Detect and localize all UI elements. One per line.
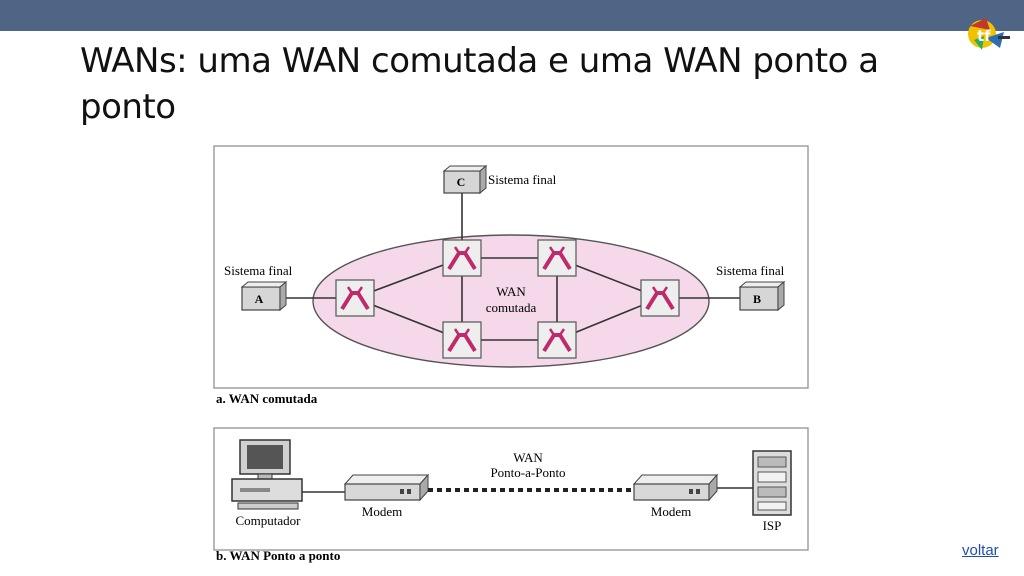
wan-cloud bbox=[312, 234, 710, 368]
logo-icon: tf bbox=[968, 18, 1010, 50]
switch-icon bbox=[441, 320, 483, 360]
computer-label: Computador bbox=[236, 513, 302, 528]
end-system-a-label: Sistema final bbox=[224, 263, 293, 278]
modem-left-label: Modem bbox=[362, 504, 402, 519]
ptp-label-1: WAN bbox=[513, 450, 543, 465]
panel-switched-wan: A B C Sistema final Sistema final Sistem… bbox=[213, 145, 809, 406]
server-icon bbox=[752, 450, 792, 516]
wan-cloud-label-2: comutada bbox=[486, 300, 537, 315]
svg-text:A: A bbox=[255, 292, 264, 306]
page-title: WANs: uma WAN comutada e uma WAN ponto a… bbox=[80, 41, 879, 127]
panel-a-caption: a. WAN comutada bbox=[216, 391, 318, 406]
end-system-c-label: Sistema final bbox=[488, 172, 557, 187]
svg-text:B: B bbox=[753, 292, 761, 306]
wan-cloud-label-1: WAN bbox=[496, 284, 526, 299]
modem-icon bbox=[343, 473, 430, 502]
panel-b-caption: b. WAN Ponto a ponto bbox=[216, 548, 340, 563]
end-system-b-label: Sistema final bbox=[716, 263, 785, 278]
switch-icon bbox=[334, 278, 376, 318]
switch-icon bbox=[639, 278, 681, 318]
computer-icon bbox=[231, 439, 303, 510]
svg-text:tf: tf bbox=[977, 27, 991, 45]
switch-icon bbox=[536, 320, 578, 360]
end-system-c: C bbox=[442, 164, 488, 195]
isp-label: ISP bbox=[763, 518, 782, 533]
wan-diagram-figure: A B C Sistema final Sistema final Sistem… bbox=[210, 140, 813, 574]
panel-point-to-point-wan: WAN Ponto-a-Ponto Computador Modem Modem… bbox=[213, 427, 809, 563]
switch-icon bbox=[536, 238, 578, 278]
end-system-a: A bbox=[240, 280, 288, 312]
ptp-label-2: Ponto-a-Ponto bbox=[490, 465, 565, 480]
modem-right-label: Modem bbox=[651, 504, 691, 519]
modem-icon bbox=[632, 473, 719, 502]
back-link[interactable]: voltar bbox=[962, 542, 999, 559]
svg-text:C: C bbox=[457, 175, 466, 189]
header-bar bbox=[0, 0, 1024, 31]
switch-icon bbox=[441, 238, 483, 278]
end-system-b: B bbox=[738, 280, 786, 312]
